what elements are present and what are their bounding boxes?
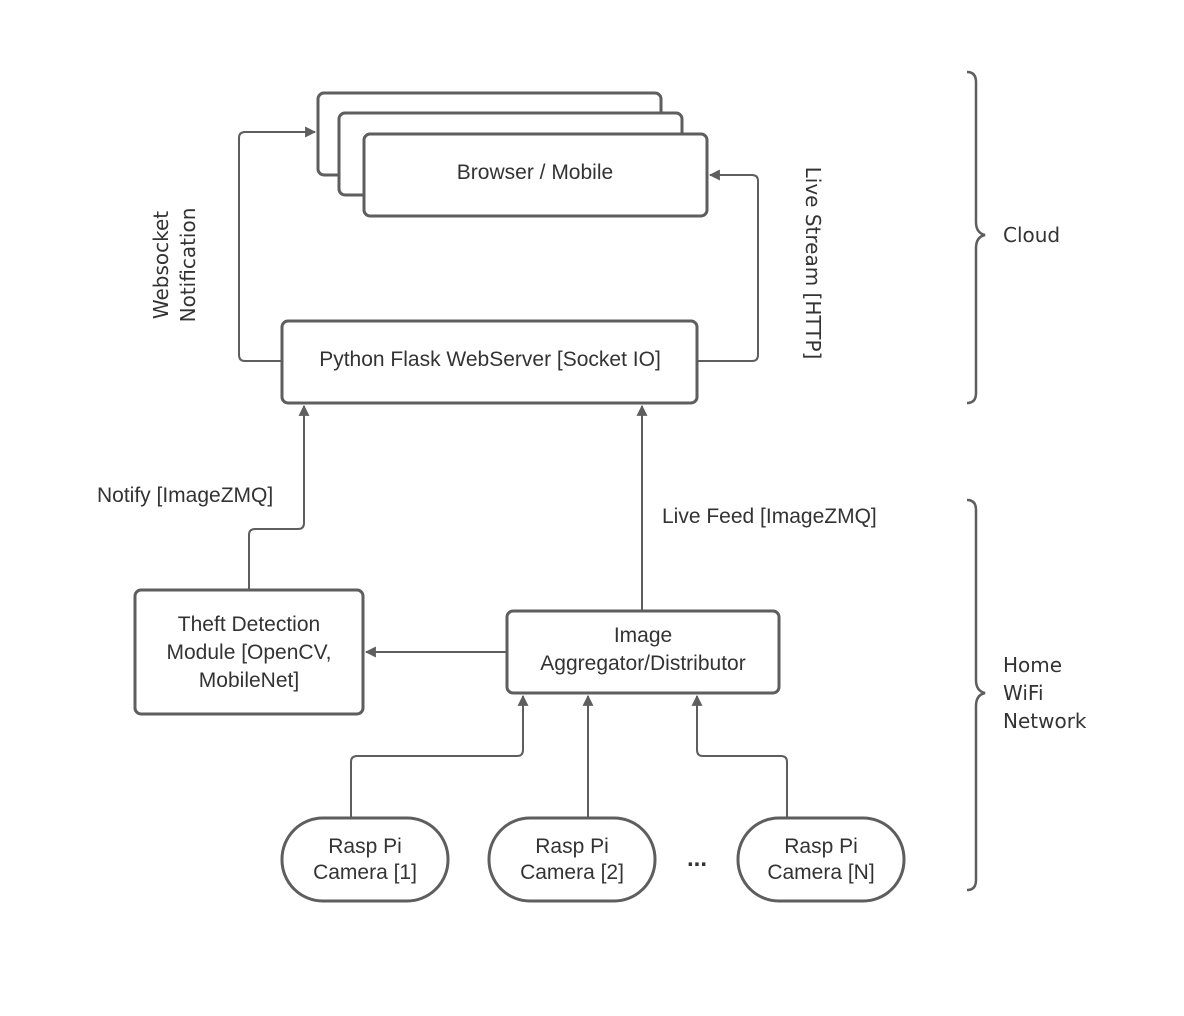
camera-2-label-line-1: Rasp Pi	[535, 835, 609, 858]
camera-node-1: Rasp Pi Camera [1]	[280, 816, 450, 903]
camera-2-label-line-2: Camera [2]	[520, 861, 624, 884]
home-zone-label-line-1: Home	[1003, 653, 1062, 677]
camera-node-n: Rasp Pi Camera [N]	[736, 816, 906, 903]
aggregator-node: Image Aggregator/Distributor	[505, 609, 781, 695]
theft-label-line-1: Theft Detection	[178, 613, 320, 636]
live-feed-label: Live Feed [ImageZMQ]	[662, 505, 877, 528]
websocket-label-line-2: Notification	[176, 208, 200, 323]
live-stream-label: Live Stream [HTTP]	[801, 167, 825, 360]
theft-label-line-3: MobileNet]	[199, 669, 299, 692]
camera-n-connector	[691, 694, 788, 818]
home-network-brace	[966, 498, 986, 892]
cloud-brace	[966, 70, 986, 405]
websocket-connector	[238, 126, 317, 362]
camera-n-label-line-1: Rasp Pi	[784, 835, 858, 858]
theft-label-line-2: Module [OpenCV,	[167, 641, 332, 664]
camera-1-connector	[350, 694, 529, 818]
websocket-notification-label: Websocket Notification	[149, 208, 200, 323]
home-zone-label-line-2: WiFi	[1003, 681, 1044, 705]
webserver-node: Python Flask WebServer [Socket IO]	[280, 319, 699, 405]
camera-2-box	[487, 816, 657, 903]
camera-1-label-line-1: Rasp Pi	[328, 835, 402, 858]
camera-1-box	[280, 816, 450, 903]
camera-n-box	[736, 816, 906, 903]
aggregator-label-line-2: Aggregator/Distributor	[540, 652, 745, 675]
live-stream-label-text: Live Stream [HTTP]	[801, 167, 825, 360]
webserver-label: Python Flask WebServer [Socket IO]	[319, 348, 661, 371]
camera-node-2: Rasp Pi Camera [2]	[487, 816, 657, 903]
browser-mobile-stack: Browser / Mobile	[316, 91, 709, 218]
more-cameras-ellipsis: ...	[687, 845, 707, 872]
camera-n-label-line-2: Camera [N]	[767, 861, 874, 884]
aggregator-label-line-1: Image	[614, 624, 672, 647]
notify-connector	[248, 404, 310, 590]
websocket-label-line-1: Websocket	[149, 211, 173, 319]
home-zone-label-line-3: Network	[1003, 709, 1087, 733]
live-stream-connector	[697, 169, 759, 362]
notify-label: Notify [ImageZMQ]	[97, 484, 273, 507]
camera-1-label-line-2: Camera [1]	[313, 861, 417, 884]
theft-detection-node: Theft Detection Module [OpenCV, MobileNe…	[133, 588, 365, 716]
browser-label: Browser / Mobile	[457, 161, 613, 184]
cloud-zone-label: Cloud	[1003, 223, 1060, 247]
browser-box-front	[362, 132, 709, 218]
